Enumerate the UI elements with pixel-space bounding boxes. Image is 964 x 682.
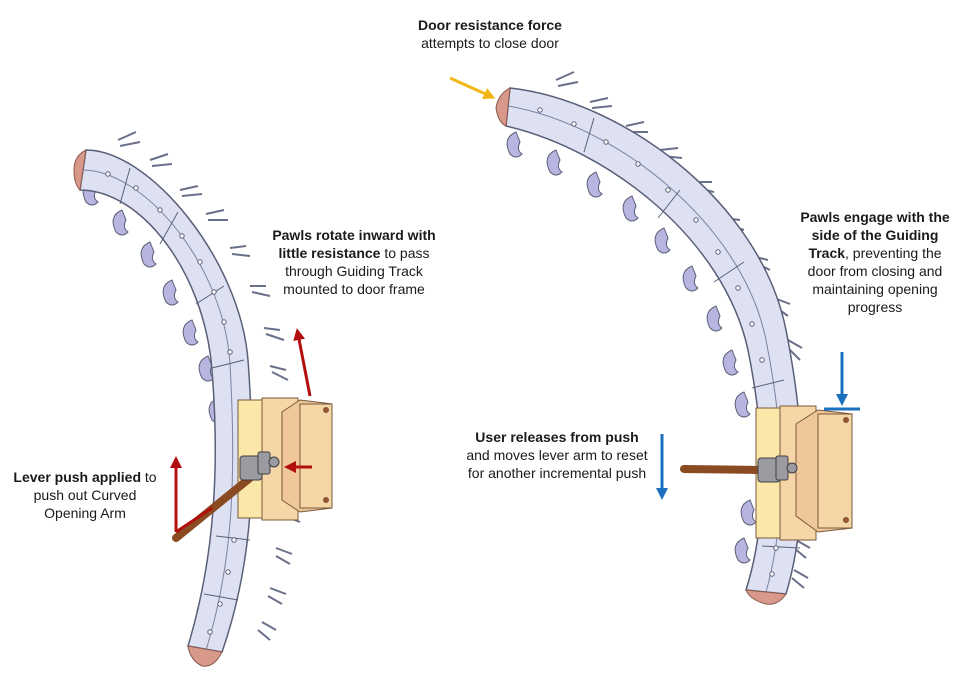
left-clamp (239, 451, 280, 481)
right-end-cap-top (495, 87, 511, 127)
left-end-cap-top (73, 149, 87, 192)
user-releases-rest: and moves lever arm to reset for another… (466, 447, 648, 481)
pawls-rotate-rest: to pass through Guiding Track mounted to… (283, 245, 430, 297)
user-releases-label: User releases from push and moves lever … (462, 428, 652, 482)
door-resistance-bold: Door resistance force (418, 17, 562, 33)
left-track-groove (83, 169, 234, 651)
right-pawls (506, 131, 757, 564)
right-assembly (495, 71, 853, 605)
red-arrow-lever-push-base (175, 506, 213, 534)
pawls-rotate-bold: Pawls rotate inward with little resistan… (272, 227, 436, 261)
left-curved-arm (79, 149, 253, 653)
left-assembly (73, 131, 333, 667)
left-lever-arm (172, 474, 254, 542)
door-resistance-rest: attempts to close door (421, 35, 559, 51)
pawls-engage-label: Pawls engage with the side of the Guidin… (794, 208, 956, 316)
lever-push-rest: to push out Curved Opening Arm (33, 469, 157, 521)
left-track-bolts (105, 171, 237, 635)
yellow-arrow-door-force (449, 76, 496, 100)
right-end-cap-bottom (745, 589, 787, 605)
door-resistance-label: Door resistance force attempts to close … (402, 16, 578, 52)
red-arrow-pawls-rotate (293, 328, 312, 397)
lever-push-label: Lever push applied to push out Curved Op… (6, 468, 164, 522)
pawls-rotate-label: Pawls rotate inward with little resistan… (270, 226, 438, 298)
pawls-engage-rest: , preventing the door from closing and m… (807, 245, 943, 315)
left-track-segments (119, 167, 251, 601)
pawls-engage-bold: Pawls engage with the side of the Guidin… (800, 209, 950, 261)
user-releases-bold: User releases from push (475, 429, 639, 445)
right-clamp (757, 455, 798, 483)
lever-push-bold: Lever push applied (13, 469, 141, 485)
right-lever-arm (680, 465, 768, 474)
right-track-segments (583, 117, 801, 549)
left-end-cap-bottom (187, 645, 223, 667)
right-track-bolts (537, 107, 779, 577)
